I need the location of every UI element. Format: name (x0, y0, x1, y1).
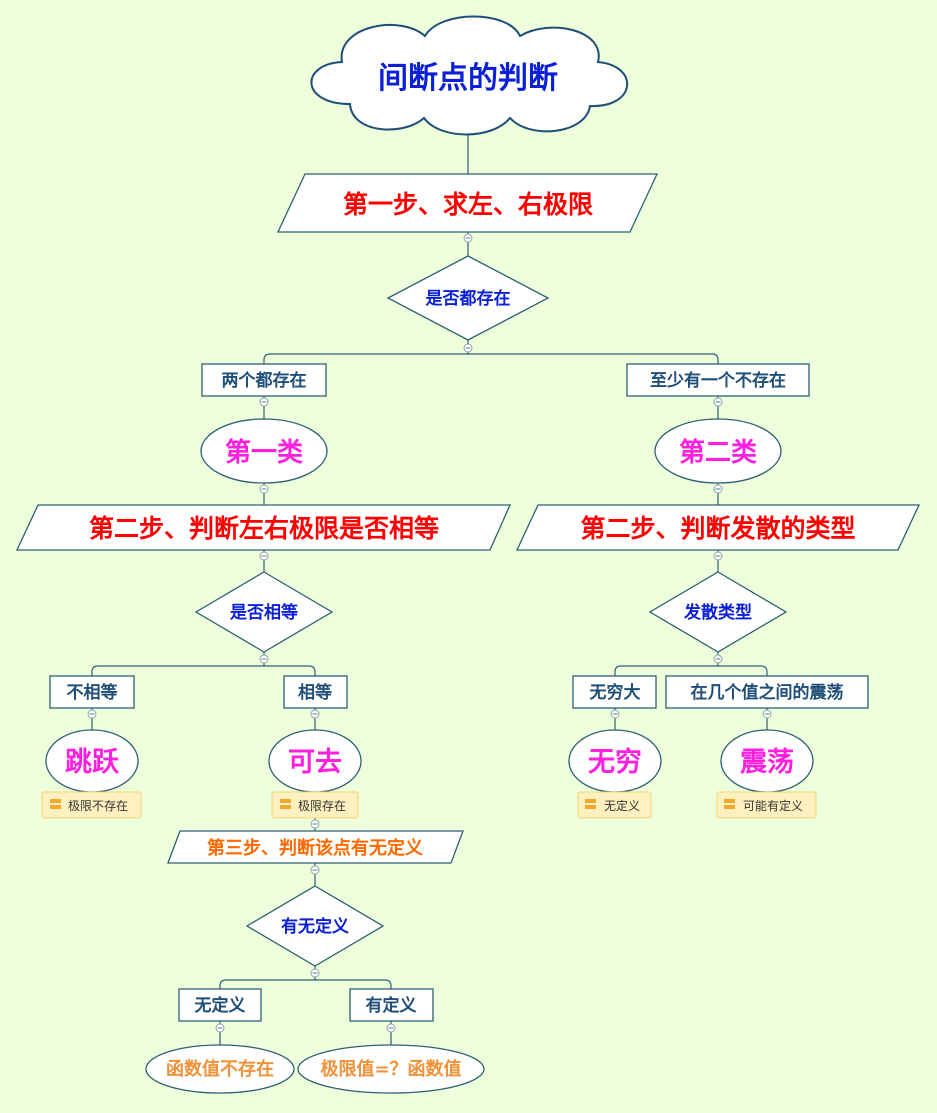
step1-node: 第一步、求左、右极限 (276, 173, 659, 233)
note-oscillation-text: 可能有定义 (743, 798, 803, 813)
node-infinite-big: 无穷大 (572, 675, 657, 709)
node-oscillate-between: 在几个值之间的震荡 (665, 675, 869, 709)
collapse-toggle[interactable] (87, 709, 97, 719)
decision-equal: 是否相等 (194, 571, 334, 653)
undefined-label: 无定义 (194, 995, 246, 1016)
removable-label: 可去 (288, 747, 342, 778)
node-defined: 有定义 (349, 988, 434, 1022)
collapse-toggle[interactable] (310, 865, 320, 875)
node-type2: 第二类 (654, 418, 782, 484)
collapse-toggle[interactable] (713, 654, 723, 664)
jump-label: 跳跃 (65, 747, 120, 778)
note-infinite-text: 无定义 (604, 798, 640, 813)
equal-label: 相等 (298, 682, 332, 703)
node-step2-left: 第二步、判断左右极限是否相等 (15, 504, 512, 551)
note-removable-text: 极限存在 (298, 799, 346, 813)
node-both-exist: 两个都存在 (201, 363, 327, 397)
one-not-exist-label: 至少有一个不存在 (650, 370, 786, 391)
decision-defined-label: 有无定义 (281, 916, 349, 937)
collapse-toggle[interactable] (713, 484, 723, 494)
decision-exist-label: 是否都存在 (426, 288, 511, 309)
collapse-toggle[interactable] (310, 709, 320, 719)
note-oscillation[interactable]: 可能有定义 (716, 791, 817, 819)
note-jump-text: 极限不存在 (68, 799, 128, 813)
collapse-toggle[interactable] (259, 484, 269, 494)
infinite-big-label: 无穷大 (589, 682, 641, 703)
collapse-toggle[interactable] (259, 654, 269, 664)
infinite-label: 无穷 (588, 746, 642, 778)
step3-label: 第三步、判断该点有无定义 (207, 837, 423, 859)
note-infinite[interactable]: 无定义 (577, 791, 652, 819)
collapse-toggle[interactable] (310, 819, 320, 829)
node-step3: 第三步、判断该点有无定义 (167, 830, 464, 864)
node-type1: 第一类 (200, 418, 328, 484)
collapse-toggle[interactable] (713, 551, 723, 561)
collapse-toggle[interactable] (762, 709, 772, 719)
oscillate-between-label: 在几个值之间的震荡 (691, 682, 844, 703)
title-cloud: 间断点的判断 (310, 15, 628, 136)
decision-defined: 有无定义 (245, 885, 385, 967)
limit-vs-fn-label: 极限值=？函数值 (320, 1058, 461, 1080)
node-fn-not-exist: 函数值不存在 (145, 1044, 295, 1094)
collapse-toggle[interactable] (610, 709, 620, 719)
node-not-equal: 不相等 (49, 675, 135, 709)
collapse-toggle[interactable] (215, 1023, 225, 1033)
note-removable[interactable]: 极限存在 (271, 791, 359, 819)
oscillation-label: 震荡 (740, 747, 794, 778)
decision-diverge: 发散类型 (648, 571, 788, 653)
node-equal: 相等 (283, 675, 348, 709)
both-exist-label: 两个都存在 (222, 370, 307, 391)
collapse-toggles (87, 233, 772, 1033)
node-limit-vs-fn: 极限值=？函数值 (297, 1044, 485, 1094)
connector-edges (91, 132, 768, 1045)
note-icon (50, 799, 61, 809)
collapse-toggle[interactable] (713, 397, 723, 407)
decision-exist: 是否都存在 (386, 255, 550, 341)
node-step2-right: 第二步、判断发散的类型 (515, 504, 921, 551)
defined-label: 有定义 (366, 995, 417, 1016)
collapse-toggle[interactable] (259, 397, 269, 407)
title-text: 间断点的判断 (378, 61, 558, 96)
fn-not-exist-label: 函数值不存在 (166, 1058, 274, 1080)
decision-equal-label: 是否相等 (230, 602, 298, 623)
not-equal-label: 不相等 (67, 682, 118, 703)
step1-label: 第一步、求左、右极限 (343, 190, 593, 219)
step2-left-label: 第二步、判断左右极限是否相等 (89, 514, 439, 543)
type1-label: 第一类 (225, 437, 303, 468)
step2-right-label: 第二步、判断发散的类型 (580, 514, 855, 543)
note-icon (585, 799, 596, 809)
note-jump[interactable]: 极限不存在 (41, 791, 142, 819)
collapse-toggle[interactable] (463, 343, 473, 353)
collapse-toggle[interactable] (386, 1023, 396, 1033)
node-one-not-exist: 至少有一个不存在 (626, 363, 810, 397)
collapse-toggle[interactable] (310, 968, 320, 978)
note-icon (280, 799, 291, 809)
collapse-toggle[interactable] (463, 233, 473, 243)
node-oscillation: 震荡 (720, 729, 814, 793)
collapse-toggle[interactable] (259, 551, 269, 561)
node-infinite: 无穷 (568, 729, 662, 793)
node-undefined: 无定义 (178, 988, 262, 1022)
type2-label: 第二类 (679, 437, 757, 468)
note-icon (724, 799, 735, 809)
node-jump: 跳跃 (45, 729, 139, 793)
decision-diverge-label: 发散类型 (683, 602, 752, 623)
node-removable: 可去 (268, 729, 362, 793)
